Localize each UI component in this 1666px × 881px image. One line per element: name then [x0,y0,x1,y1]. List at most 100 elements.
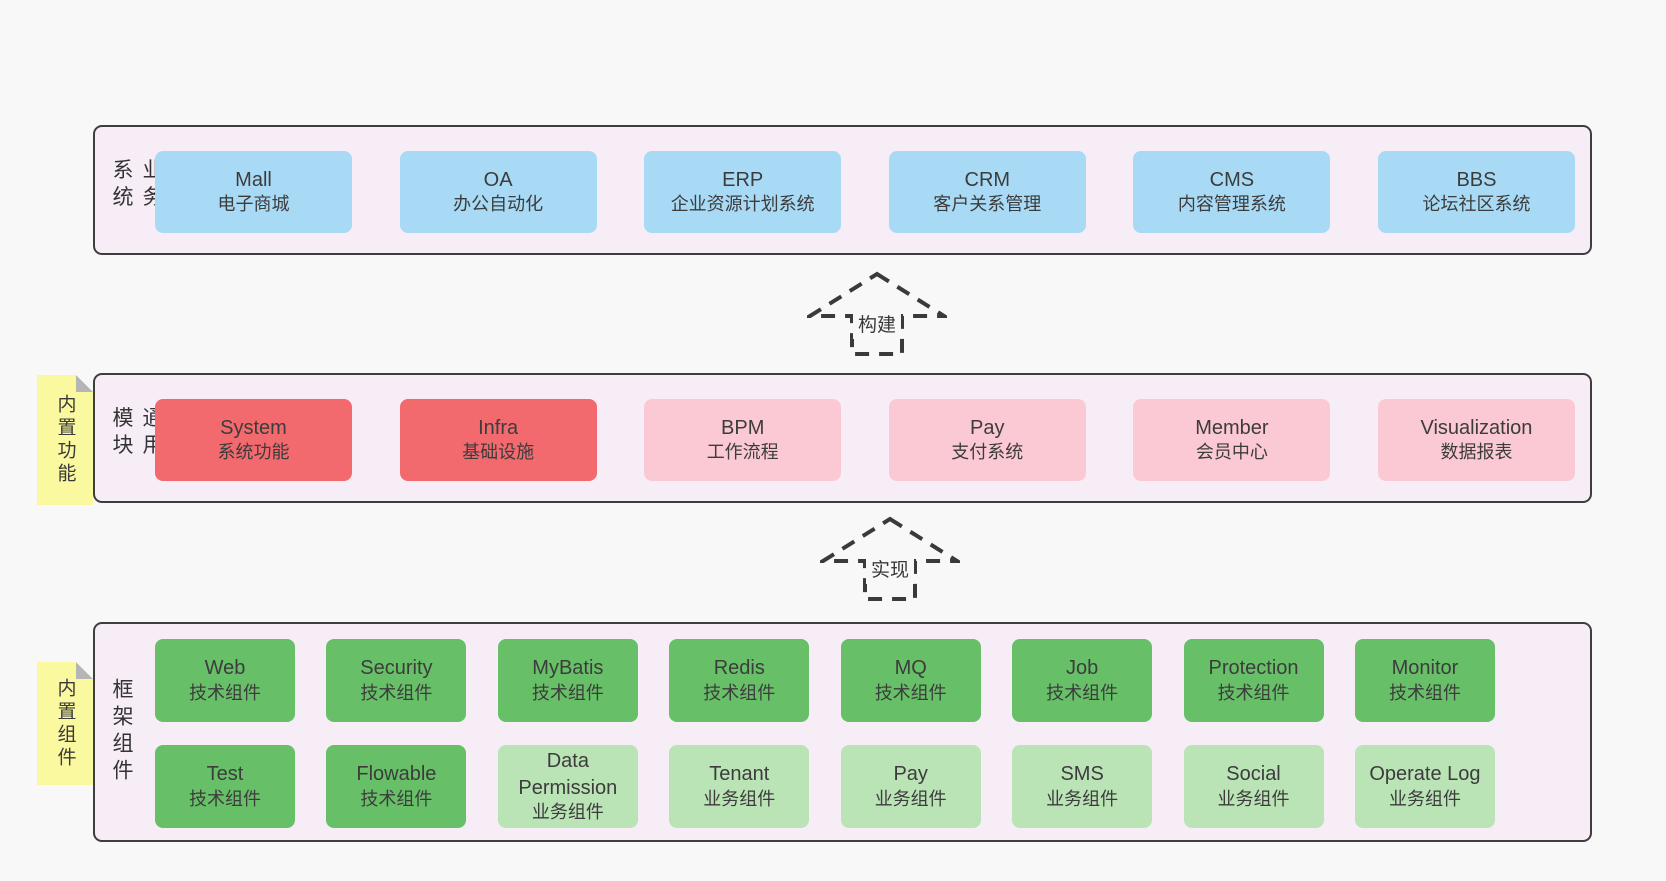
box-desc: 基础设施 [462,442,535,463]
box-protection: Protection 技术组件 [1183,639,1324,722]
box-desc: 技术组件 [1217,682,1290,703]
panel-framework-components: 框架组件 Web 技术组件 Security 技术组件 MyBatis 技术组件… [93,622,1592,842]
box-job: Job 技术组件 [1012,639,1153,722]
box-name: ERP [722,168,764,191]
box-desc: 客户关系管理 [933,194,1042,215]
box-desc: 技术组件 [189,682,261,703]
box-name: CRM [964,168,1011,191]
components-box-row-1: Web 技术组件 Security 技术组件 MyBatis 技术组件 Redi… [155,639,1495,722]
box-mall: Mall 电子商城 [155,151,352,233]
box-pay-biz: Pay 业务组件 [840,745,981,828]
box-desc: 支付系统 [951,442,1024,463]
box-name: CMS [1209,168,1255,191]
box-desc: 技术组件 [189,788,261,809]
box-desc: 技术组件 [531,682,604,703]
box-member: Member 会员中心 [1133,399,1331,481]
box-name: Mall [235,168,272,191]
box-name: Redis [713,657,765,680]
sticky-note-built-in-components: 内置组件 [37,662,93,785]
box-name: BBS [1456,168,1497,191]
box-name: System [220,416,287,439]
box-desc: 会员中心 [1195,442,1268,463]
box-security: Security 技术组件 [326,639,467,722]
box-desc: 技术组件 [360,788,433,809]
box-name: Security [360,657,433,680]
box-name: Test [206,763,244,786]
box-desc: 技术组件 [1388,682,1461,703]
business-box-row: Mall 电子商城 OA 办公自动化 ERP 企业资源计划系统 CRM 客户关系… [155,151,1575,233]
folded-corner-icon [76,662,93,679]
box-bpm: BPM 工作流程 [644,399,842,481]
box-name: Social [1226,763,1281,786]
box-desc: 业务组件 [531,802,604,823]
box-name: Monitor [1391,657,1459,680]
box-name: Pay [970,416,1005,439]
box-desc: 技术组件 [1046,682,1119,703]
up-arrow-implement: 实现 [820,516,960,602]
box-data-permission: Data Permission 业务组件 [497,745,638,828]
arrow-label-build: 构建 [852,308,902,339]
box-desc: 业务组件 [1046,788,1119,809]
box-name: Web [204,657,246,680]
box-web: Web 技术组件 [155,639,295,722]
box-desc: 工作流程 [706,442,779,463]
panel-business-systems: 业务系统 Mall 电子商城 OA 办公自动化 ERP 企业资源计划系统 CRM… [93,125,1592,255]
box-system: System 系统功能 [155,399,352,481]
box-name: Protection [1208,657,1299,680]
box-name: Flowable [356,763,437,786]
box-desc: 业务组件 [1217,788,1290,809]
box-bbs: BBS 论坛社区系统 [1377,151,1575,233]
box-operate-log: Operate Log 业务组件 [1354,745,1495,828]
box-mybatis: MyBatis 技术组件 [497,639,638,722]
box-infra: Infra 基础设施 [399,399,597,481]
box-oa: OA 办公自动化 [399,151,597,233]
box-desc: 技术组件 [874,682,947,703]
box-redis: Redis 技术组件 [669,639,810,722]
box-sms: SMS 业务组件 [1012,745,1153,828]
components-box-row-2: Test 技术组件 Flowable 技术组件 Data Permission … [155,745,1495,828]
box-name: Operate Log [1369,763,1481,786]
box-tenant: Tenant 业务组件 [669,745,810,828]
box-social: Social 业务组件 [1183,745,1324,828]
box-monitor: Monitor 技术组件 [1354,639,1495,722]
box-pay: Pay 支付系统 [888,399,1086,481]
box-name: Tenant [709,763,770,786]
box-desc: 业务组件 [703,788,776,809]
box-name: Data Permission [518,750,618,799]
panel-label-framework-components: 框架组件 [110,678,133,786]
box-name: MQ [894,657,927,680]
arrow-label-implement: 实现 [865,553,915,584]
modules-box-row: System 系统功能 Infra 基础设施 BPM 工作流程 Pay 支付系统… [155,399,1575,481]
box-name: BPM [721,416,765,439]
sticky-note-label: 内置功能 [54,394,76,486]
box-mq: MQ 技术组件 [840,639,981,722]
box-desc: 业务组件 [1388,788,1461,809]
box-crm: CRM 客户关系管理 [888,151,1086,233]
box-name: Member [1195,416,1269,439]
box-desc: 数据报表 [1440,442,1513,463]
box-flowable: Flowable 技术组件 [326,745,467,828]
box-test: Test 技术组件 [155,745,295,828]
box-name: Visualization [1420,416,1533,439]
box-desc: 业务组件 [874,788,947,809]
box-name: SMS [1060,763,1104,786]
box-desc: 电子商城 [217,194,290,215]
box-name: OA [483,168,513,191]
box-erp: ERP 企业资源计划系统 [644,151,842,233]
box-visualization: Visualization 数据报表 [1377,399,1575,481]
folded-corner-icon [76,375,93,392]
box-desc: 办公自动化 [453,194,544,215]
box-desc: 内容管理系统 [1177,194,1286,215]
box-desc: 技术组件 [703,682,776,703]
box-desc: 论坛社区系统 [1422,194,1531,215]
up-arrow-build: 构建 [807,271,947,357]
box-name: Infra [478,416,519,439]
box-desc: 系统功能 [217,442,290,463]
box-name: Job [1065,657,1099,680]
box-desc: 技术组件 [360,682,433,703]
box-cms: CMS 内容管理系统 [1133,151,1331,233]
sticky-note-label: 内置组件 [54,677,76,770]
box-name: Pay [893,763,928,786]
sticky-note-built-in-functions: 内置功能 [37,375,93,505]
